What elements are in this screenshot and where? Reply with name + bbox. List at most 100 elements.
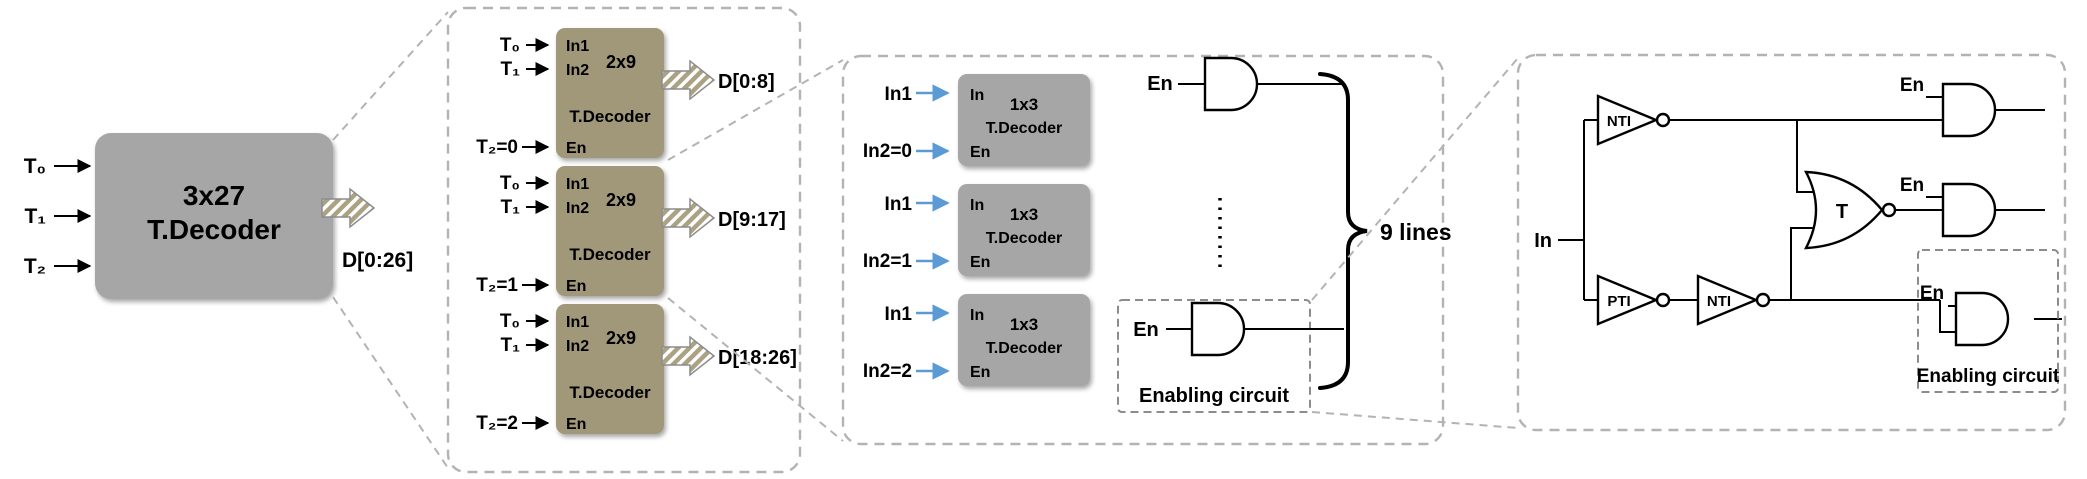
decoder-name: T.Decoder	[986, 340, 1062, 357]
port-in: In	[970, 197, 984, 214]
circuit-wires	[1558, 96, 2062, 333]
en-label: In2=1	[863, 251, 913, 272]
output-label: D[0:8]	[718, 71, 775, 93]
port-in1: In1	[566, 314, 589, 331]
decoder-box	[556, 304, 664, 434]
panel-2x9-decoders: In1 In2 2x9 T.Decoder En T₀ T₁ T₂=0 D[0:…	[446, 6, 844, 474]
decoder-name: T.Decoder	[986, 120, 1062, 137]
enabling-circuit-label: Enabling circuit	[1917, 366, 2060, 387]
in1-label: T₀	[500, 35, 520, 56]
inverter-bubble	[1655, 292, 1671, 308]
port-in: In	[970, 87, 984, 104]
enabling-circuit-border	[1117, 299, 1311, 413]
panel3-border	[841, 54, 1445, 446]
port-en: En	[566, 140, 586, 157]
inverter-bubble	[1655, 112, 1671, 128]
in2-label: T₁	[501, 197, 521, 218]
output-label: D[18:26]	[718, 347, 797, 369]
input-label-t1: T₁	[24, 205, 46, 228]
expansion-line	[332, 296, 449, 469]
pti-inverter-icon	[1596, 274, 1660, 326]
and-gate-icon	[1941, 82, 1997, 138]
expansion-line	[1311, 411, 1519, 429]
port-in2: In2	[566, 338, 589, 355]
decoder-box	[958, 294, 1090, 386]
en-label: T₂=1	[476, 275, 518, 296]
en-label: En	[1133, 319, 1159, 341]
decoder-size: 2x9	[606, 190, 636, 210]
bus-arrow-icon	[661, 198, 715, 238]
t-gate-icon	[1803, 170, 1884, 250]
and-gate-icon	[1954, 291, 2010, 347]
output-label: D[9:17]	[718, 209, 786, 231]
port-en: En	[566, 416, 586, 433]
top-en-label: En	[1147, 73, 1173, 95]
decoder-name: T.Decoder	[569, 107, 651, 126]
en-label: T₂=2	[476, 413, 518, 434]
decoder-box	[556, 166, 664, 296]
port-en: En	[970, 144, 990, 161]
decoder-size: 2x9	[606, 52, 636, 72]
in1-label: T₀	[500, 311, 520, 332]
in2-label: T₁	[501, 59, 521, 80]
en-label: In2=0	[863, 141, 912, 162]
decoder-2x9-2: In1 In2 2x9 T.Decoder En T₀ T₁ T₂=2 D[18…	[476, 304, 797, 434]
decoder-size: 1x3	[1010, 95, 1038, 114]
port-en: En	[566, 278, 586, 295]
decoder-1x3-1: In 1x3 T.Decoder En In1 In2=1	[863, 184, 1090, 276]
nti-label: NTI	[1707, 293, 1731, 310]
expansion-line	[667, 297, 844, 442]
main-decoder-title-name: T.Decoder	[147, 214, 281, 245]
and-gate-icon	[1941, 182, 1997, 238]
panel4-border	[1516, 53, 2067, 432]
decoder-name: T.Decoder	[986, 230, 1062, 247]
decoder-name: T.Decoder	[569, 383, 651, 402]
port-in2: In2	[566, 200, 589, 217]
pti-label: PTI	[1607, 293, 1630, 310]
panel-gate-level: In NTI PTI NTI T En En En Enabling circu…	[1516, 53, 2067, 432]
en-label-bottom: En	[1920, 283, 1944, 304]
enabling-circuit-p3: En Enabling circuit	[1117, 299, 1344, 413]
port-en: En	[970, 364, 990, 381]
enabling-circuit-p4: En Enabling circuit	[1917, 249, 2060, 393]
port-in1: In1	[566, 38, 589, 55]
decoder-size: 2x9	[606, 328, 636, 348]
expansion-line	[667, 59, 844, 161]
en-label: T₂=0	[476, 137, 518, 158]
and-gate-icon	[1203, 56, 1259, 112]
decoder-box	[556, 28, 664, 158]
nine-lines-label: 9 lines	[1380, 219, 1452, 245]
nti-label: NTI	[1607, 113, 1631, 130]
expansion-line	[1311, 57, 1519, 301]
decoder-name: T.Decoder	[569, 245, 651, 264]
inverter-bubble	[1881, 202, 1897, 218]
in-label: In1	[885, 84, 913, 105]
panel-1x3-decoders: In 1x3 T.Decoder En In1 In2=0 In 1x3 T.D…	[841, 54, 1519, 446]
bus-arrow-icon	[661, 60, 715, 100]
panel2-border	[446, 6, 802, 474]
enabling-circuit-border	[1917, 249, 2059, 393]
en-label-mid: En	[1900, 175, 1924, 196]
in-label: In1	[885, 194, 913, 215]
and-gate-icon	[1190, 301, 1246, 357]
in-label: In	[1534, 230, 1552, 252]
en-label: In2=2	[863, 361, 912, 382]
input-label-t0: T₀	[24, 155, 46, 178]
port-in: In	[970, 307, 984, 324]
port-en: En	[970, 254, 990, 271]
port-in2: In2	[566, 62, 589, 79]
nti-inverter-icon	[1696, 274, 1760, 326]
in1-label: T₀	[500, 173, 520, 194]
in2-label: T₁	[501, 335, 521, 356]
in-label: In1	[885, 304, 913, 325]
decoder-1x3-0: In 1x3 T.Decoder En In1 In2=0	[863, 74, 1090, 166]
brace-icon	[1318, 72, 1368, 390]
main-decoder-title-size: 3x27	[183, 180, 245, 211]
input-label-t2: T₂	[24, 255, 46, 278]
enabling-circuit-label: Enabling circuit	[1139, 385, 1289, 407]
bus-arrow-icon	[661, 336, 715, 376]
decoder-2x9-0: In1 In2 2x9 T.Decoder En T₀ T₁ T₂=0 D[0:…	[476, 28, 775, 158]
main-decoder-box	[95, 133, 333, 299]
nti-inverter-icon	[1596, 94, 1660, 146]
